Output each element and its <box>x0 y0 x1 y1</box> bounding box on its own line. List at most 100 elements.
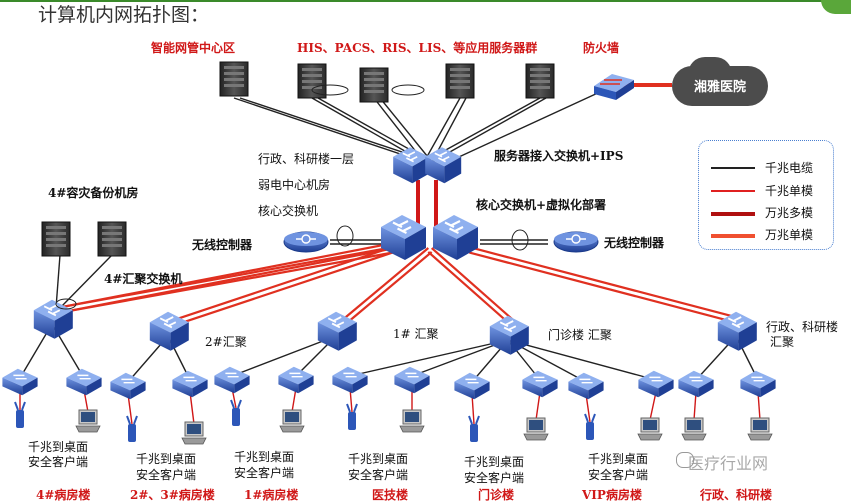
computer-icon <box>637 417 663 441</box>
server-access-switch-icon <box>424 146 463 185</box>
server-icon <box>525 63 555 99</box>
client-3-line1: 千兆到桌面 <box>234 450 295 464</box>
core-agg-link <box>470 246 745 321</box>
computer-icon <box>279 409 305 433</box>
aggregation-switch-icon <box>316 310 358 352</box>
legend-label: 千兆电缆 <box>765 161 814 175</box>
client-1-building: 4#病房楼 <box>36 488 91 502</box>
server-icon <box>445 63 475 99</box>
legend-item: 千兆单模 <box>707 182 831 198</box>
access-switch-icon <box>109 372 147 400</box>
computer-icon <box>523 417 549 441</box>
computer-icon <box>399 409 425 433</box>
backup-server-icon <box>41 221 71 257</box>
server-link <box>431 97 547 163</box>
agg-admin-line1: 行政、科研楼 <box>766 320 839 334</box>
computer-icon <box>75 409 101 433</box>
server-icon <box>297 63 327 99</box>
core-agg-link <box>430 247 519 325</box>
server-link <box>233 97 425 163</box>
client-6-line2: 安全客户端 <box>588 468 649 482</box>
client-5-building: 门诊楼 <box>478 488 515 502</box>
client-6-line1: 千兆到桌面 <box>588 452 649 466</box>
page-title: 计算机内网拓扑图： <box>38 4 210 26</box>
computer-icon <box>181 421 207 445</box>
agg-access-link <box>349 339 509 377</box>
wireless-left-label: 无线控制器 <box>192 238 253 252</box>
legend-swatch <box>711 190 755 192</box>
legend-item: 千兆电缆 <box>707 159 831 175</box>
wireless-right-label: 无线控制器 <box>604 236 665 250</box>
legend-item: 万兆单模 <box>707 226 831 242</box>
client-1-line1: 千兆到桌面 <box>28 440 89 454</box>
link-bundle-mark <box>311 84 349 96</box>
core-agg-link <box>427 251 516 329</box>
link-bundle-mark <box>55 298 77 310</box>
access-endpoint-link <box>585 393 591 423</box>
client-4-building: 医技楼 <box>372 488 409 502</box>
building-line3: 核心交换机 <box>258 204 319 218</box>
server-access-label: 服务器接入交换机+IPS <box>494 149 624 163</box>
client-2-line2: 安全客户端 <box>136 468 197 482</box>
wireless-controller-icon <box>553 231 599 253</box>
access-endpoint-link <box>471 393 475 425</box>
agg4-label: 4#汇聚交换机 <box>104 272 183 286</box>
core-agg-link <box>174 246 392 321</box>
nms-zone-label: 智能网管中心区 <box>151 41 236 55</box>
server-link <box>239 97 433 163</box>
legend-swatch <box>711 167 755 169</box>
client-5-line2: 安全客户端 <box>464 471 525 485</box>
agg-admin-line2: 汇聚 <box>770 335 795 349</box>
core-agg-link <box>344 251 433 325</box>
client-7-building: 行政、科研楼 <box>700 488 773 502</box>
dr-link <box>55 254 61 309</box>
access-point-icon <box>230 399 242 427</box>
wireless-controller-icon <box>283 231 329 253</box>
legend-label: 万兆多模 <box>765 206 814 220</box>
corner-decoration <box>821 0 851 14</box>
core-agg-link <box>341 247 430 321</box>
access-switch-icon <box>453 372 491 400</box>
agg2-label: 2#汇聚 <box>205 335 247 349</box>
disaster-room-label: 4#容灾备份机房 <box>48 186 139 200</box>
access-endpoint-link <box>757 391 761 421</box>
access-switch-icon <box>739 370 777 398</box>
access-endpoint-link <box>693 391 697 421</box>
agg-access-link <box>507 339 657 381</box>
server-link <box>423 97 461 163</box>
server-link <box>379 97 433 163</box>
access-endpoint-link <box>291 387 297 413</box>
client-2-building: 2#、3#病房楼 <box>130 488 215 502</box>
legend: 千兆电缆 千兆单模 万兆多模 万兆单模 <box>698 140 834 250</box>
link-bundle-mark <box>391 84 425 96</box>
legend-item: 万兆多模 <box>707 204 831 220</box>
client-1-line2: 安全客户端 <box>28 455 89 469</box>
link-bundle-mark <box>336 225 354 247</box>
access-switch-icon <box>1 368 39 396</box>
access-switch-icon <box>677 370 715 398</box>
client-3-building: 1#病房楼 <box>244 488 299 502</box>
access-switch-icon <box>171 370 209 398</box>
backup-link <box>60 247 393 314</box>
building-line2: 弱电中心机房 <box>258 178 331 192</box>
access-endpoint-link <box>535 391 541 421</box>
legend-swatch <box>711 212 755 216</box>
access-switch-icon <box>521 370 559 398</box>
client-3-line2: 安全客户端 <box>234 466 295 480</box>
legend-label: 万兆单模 <box>765 228 814 242</box>
client-2-line1: 千兆到桌面 <box>136 452 197 466</box>
legend-label: 千兆单模 <box>765 184 814 198</box>
firewall-icon <box>594 74 634 100</box>
client-6-building: VIP病房楼 <box>582 488 642 502</box>
agg-access-link <box>231 335 337 377</box>
hospital-label: 湘雅医院 <box>693 80 746 95</box>
links-layer <box>19 83 761 425</box>
building-line1: 行政、科研楼一层 <box>258 152 355 166</box>
core-agg-link <box>176 251 394 326</box>
client-5-line1: 千兆到桌面 <box>464 455 525 469</box>
agg-access-link <box>411 339 509 377</box>
computer-icon <box>747 417 773 441</box>
link-bundle-mark <box>511 229 529 251</box>
